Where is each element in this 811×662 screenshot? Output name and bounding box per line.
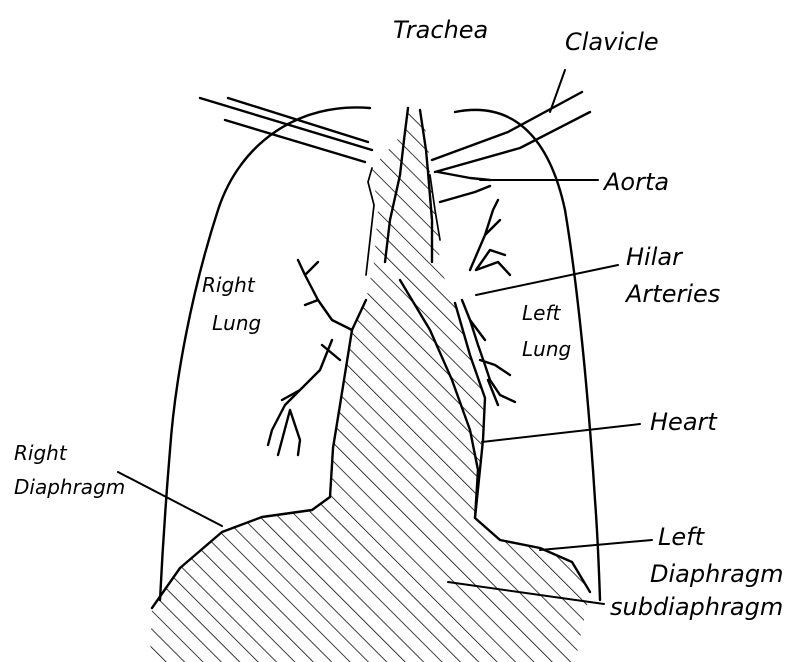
label-right-lung-line2: Lung — [212, 311, 261, 335]
label-right-diaphragm-line1: Right — [14, 441, 68, 465]
label-left-lung-line1: Left — [522, 301, 561, 325]
left-clavicle — [432, 92, 590, 172]
label-right-diaphragm-line2: Diaphragm — [14, 475, 125, 499]
label-left-diaphragm-line1: Left — [658, 523, 706, 551]
label-hilar-line1: Hilar — [626, 243, 684, 271]
label-left-diaphragm-line2: Diaphragm — [650, 560, 784, 588]
label-trachea: Trachea — [393, 16, 488, 44]
label-right-lung-line1: Right — [202, 273, 256, 297]
label-left-lung-line2: Lung — [522, 337, 571, 361]
heart-leader — [482, 424, 640, 442]
label-subdiaphragm: subdiaphragm — [610, 593, 783, 621]
right-diaphragm-leader — [118, 472, 222, 526]
left-diaphragm-leader — [540, 540, 652, 550]
hilar-arteries-leader — [476, 265, 618, 295]
label-heart: Heart — [650, 408, 718, 436]
label-aorta: Aorta — [602, 168, 669, 196]
aorta — [438, 172, 490, 202]
label-clavicle: Clavicle — [565, 28, 659, 56]
label-hilar-line2: Arteries — [624, 280, 720, 308]
